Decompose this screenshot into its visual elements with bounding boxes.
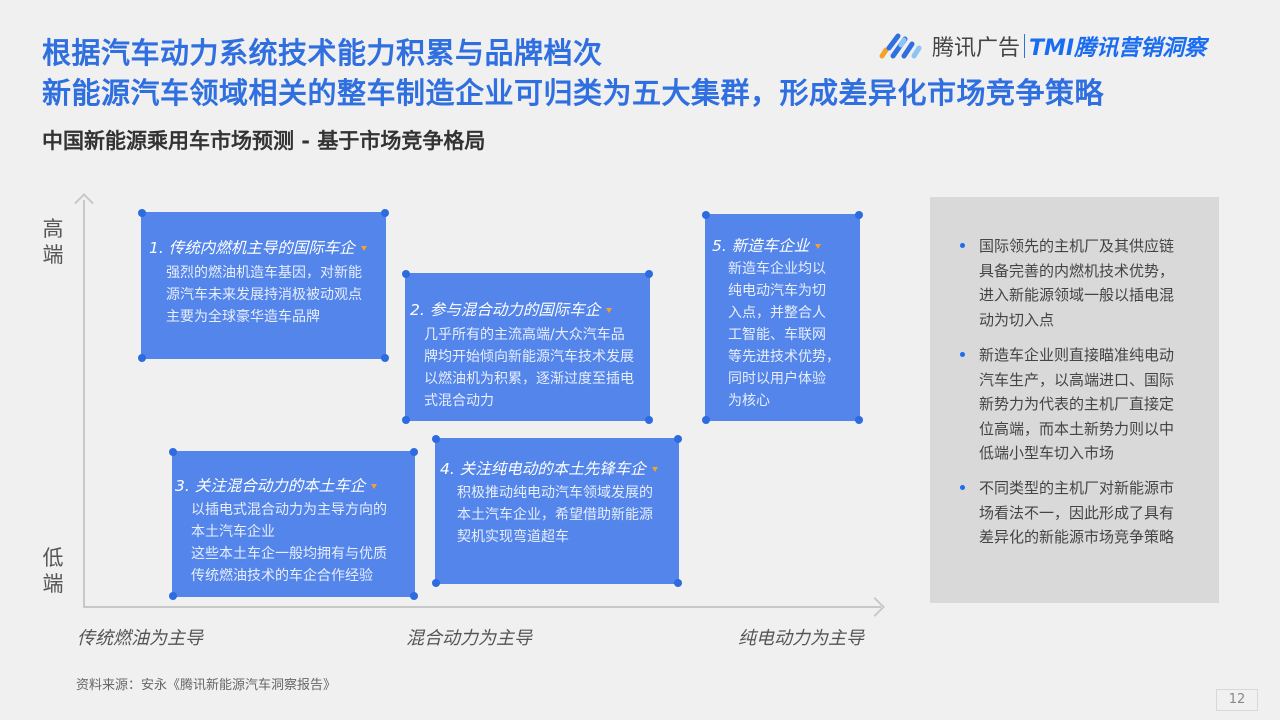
brand-logo: 腾讯广告 TMI腾讯营销洞察 [876,30,1206,62]
cluster-card-3: 3. 关注混合动力的本土车企 以插电式混合动力为主导方向的 本土汽车企业 这些本… [169,448,418,600]
cluster-card-1: 1. 传统内燃机主导的国际车企 强烈的燃油机造车基因，对新能 源汽车未来发展持消… [138,209,389,362]
cluster-description: 强烈的燃油机造车基因，对新能 源汽车未来发展持消极被动观点 主要为全球豪华造车品… [166,265,362,325]
cluster-description: 几乎所有的主流高端/大众汽车品 牌均开始倾向新能源汽车技术发展 以燃油机为积累，… [424,327,634,409]
x-axis-label-ice: 传统燃油为主导 [77,628,203,649]
source-note: 资料来源：安永《腾讯新能源汽车洞察报告》 [76,678,337,693]
cluster-card-4: 4. 关注纯电动的本土先锋车企 积极推动纯电动汽车领域发展的 本土汽车企业，希望… [432,435,682,587]
page-title-line-2: 新能源汽车领域相关的整车制造企业可归类为五大集群，形成差异化市场竞争策略 [42,76,1105,110]
brand-name-tmi: TMI腾讯营销洞察 [1029,36,1207,61]
y-axis-line [83,200,85,608]
bullet-dot-icon [960,352,965,357]
bullet-dot-icon [960,485,965,490]
cluster-title: 1. 传统内燃机主导的国际车企 [149,236,367,258]
y-axis-arrow-icon [74,193,94,213]
y-axis-label-low: 低端 [42,546,64,596]
x-axis-line [83,606,881,608]
x-axis-label-ev: 纯电动力为主导 [738,628,864,649]
logo-divider [1024,34,1026,58]
page-number: 12 [1216,689,1258,711]
dropdown-triangle-icon [815,244,822,249]
page-subtitle: 中国新能源乘用车市场预测 - 基于市场竞争格局 [42,129,486,153]
bullet-dot-icon [960,243,965,248]
cluster-card-2: 2. 参与混合动力的国际车企 几乎所有的主流高端/大众汽车品 牌均开始倾向新能源… [402,270,653,424]
x-axis-label-hybrid: 混合动力为主导 [406,628,532,649]
cluster-title: 2. 参与混合动力的国际车企 [410,298,613,320]
dropdown-triangle-icon [651,467,658,472]
cluster-description: 以插电式混合动力为主导方向的 本土汽车企业 这些本土车企一般均拥有与优质 传统燃… [191,502,387,584]
tencent-ads-logo-icon [879,33,922,59]
cluster-description: 积极推动纯电动汽车领域发展的 本土汽车企业，希望借助新能源 契机实现弯道超车 [457,485,653,545]
summary-panel: 国际领先的主机厂及其供应链 具备完善的内燃机技术优势， 进入新能源领域一般以插电… [930,197,1219,603]
cluster-title: 5. 新造车企业 [712,234,822,256]
cluster-title: 4. 关注纯电动的本土先锋车企 [440,457,658,479]
page-title-line-1: 根据汽车动力系统技术能力积累与品牌档次 [42,36,603,70]
y-axis-label-high: 高端 [42,217,64,267]
cluster-title: 3. 关注混合动力的本土车企 [175,474,378,496]
x-axis-arrow-icon [865,597,885,617]
brand-name-tencent-ads: 腾讯广告 [932,36,1021,61]
cluster-card-5: 5. 新造车企业 新造车企业均以 纯电动汽车为切 入点，并整合人 工智能、车联网… [702,211,863,424]
dropdown-triangle-icon [371,484,378,489]
cluster-description: 新造车企业均以 纯电动汽车为切 入点，并整合人 工智能、车联网 等先进技术优势，… [728,261,840,409]
dropdown-triangle-icon [606,308,613,313]
dropdown-triangle-icon [360,246,367,251]
